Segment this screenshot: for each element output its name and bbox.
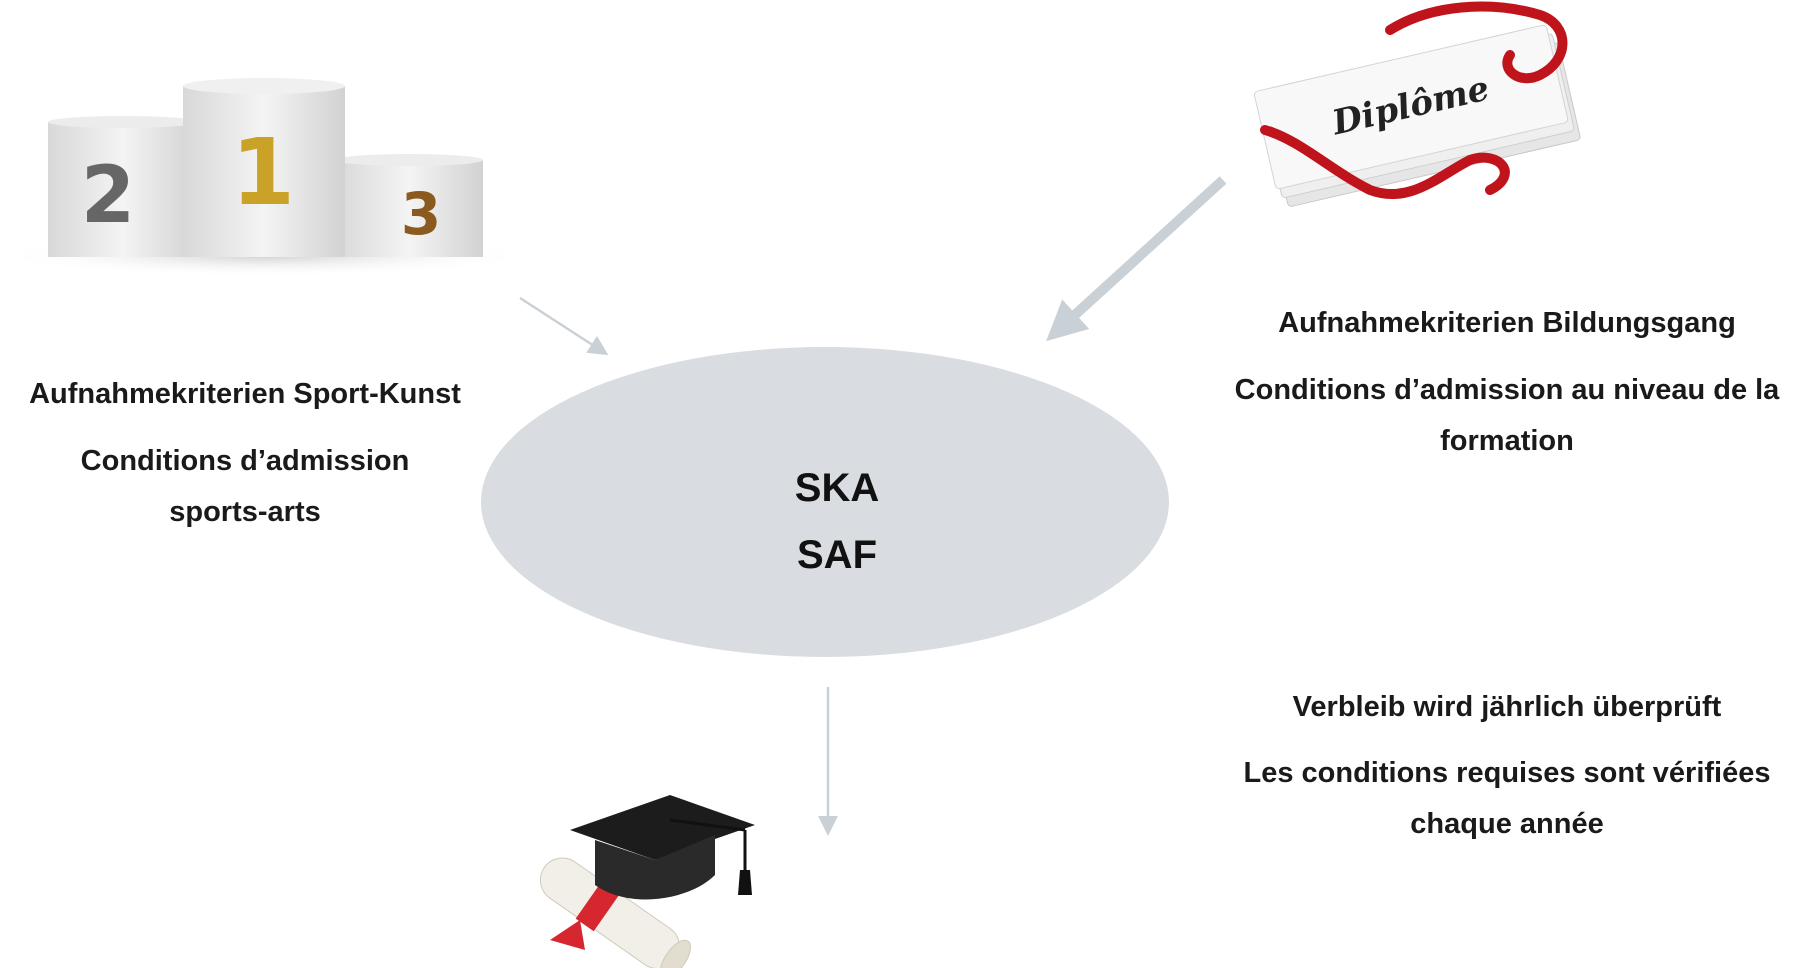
arrow-from-diploma xyxy=(1046,176,1227,342)
left-heading: Aufnahmekriterien Sport-Kunst xyxy=(29,378,461,410)
left-line2: sports-arts xyxy=(169,496,321,528)
center-label-saf: SAF xyxy=(797,533,877,577)
podium-place-1: 1 xyxy=(231,119,295,226)
center-ellipse xyxy=(481,347,1169,657)
graduation-cap-illustration xyxy=(539,795,755,968)
right-bottom-line1: Les conditions requises sont vérifiées xyxy=(1243,757,1771,789)
right-bottom-line2: chaque année xyxy=(1410,808,1604,840)
left-line1: Conditions d’admission xyxy=(80,445,410,477)
right-top-line1: Conditions d’admission au niveau de la xyxy=(1234,374,1780,406)
diploma-illustration: Diplôme xyxy=(1253,1,1581,207)
arrow-from-podium xyxy=(519,296,609,356)
center-label-ska: SKA xyxy=(794,466,880,510)
podium-place-2: 2 xyxy=(81,151,135,241)
podium-illustration: 2 1 3 xyxy=(0,78,535,277)
diploma-ribbon xyxy=(1385,1,1568,84)
right-top-heading: Aufnahmekriterien Bildungsgang xyxy=(1278,307,1736,339)
podium-place-3: 3 xyxy=(401,180,441,248)
right-top-line2: formation xyxy=(1440,425,1574,457)
right-bottom-heading: Verbleib wird jährlich überprüft xyxy=(1292,691,1722,723)
